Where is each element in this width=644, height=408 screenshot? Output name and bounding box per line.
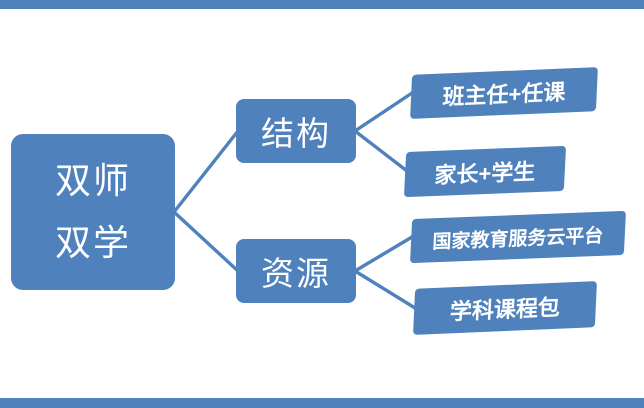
root-node-line1: 双师 bbox=[54, 160, 131, 201]
leaf-node-parents-students: 家长+学生 bbox=[403, 145, 567, 198]
branch-node-structure: 结构 bbox=[236, 99, 356, 163]
bottom-accent-bar bbox=[0, 398, 644, 408]
leaf-node-subject-course-package: 学科课程包 bbox=[413, 281, 597, 335]
root-node: 双师 双学 bbox=[11, 134, 175, 290]
top-accent-bar bbox=[0, 0, 644, 9]
branch-node-resource: 资源 bbox=[236, 239, 356, 303]
leaf-node-headteacher-subject-teacher: 班主任+任课 bbox=[410, 67, 598, 119]
root-node-line2: 双学 bbox=[54, 222, 131, 263]
leaf-node-national-education-cloud-platform: 国家教育服务云平台 bbox=[410, 210, 626, 264]
